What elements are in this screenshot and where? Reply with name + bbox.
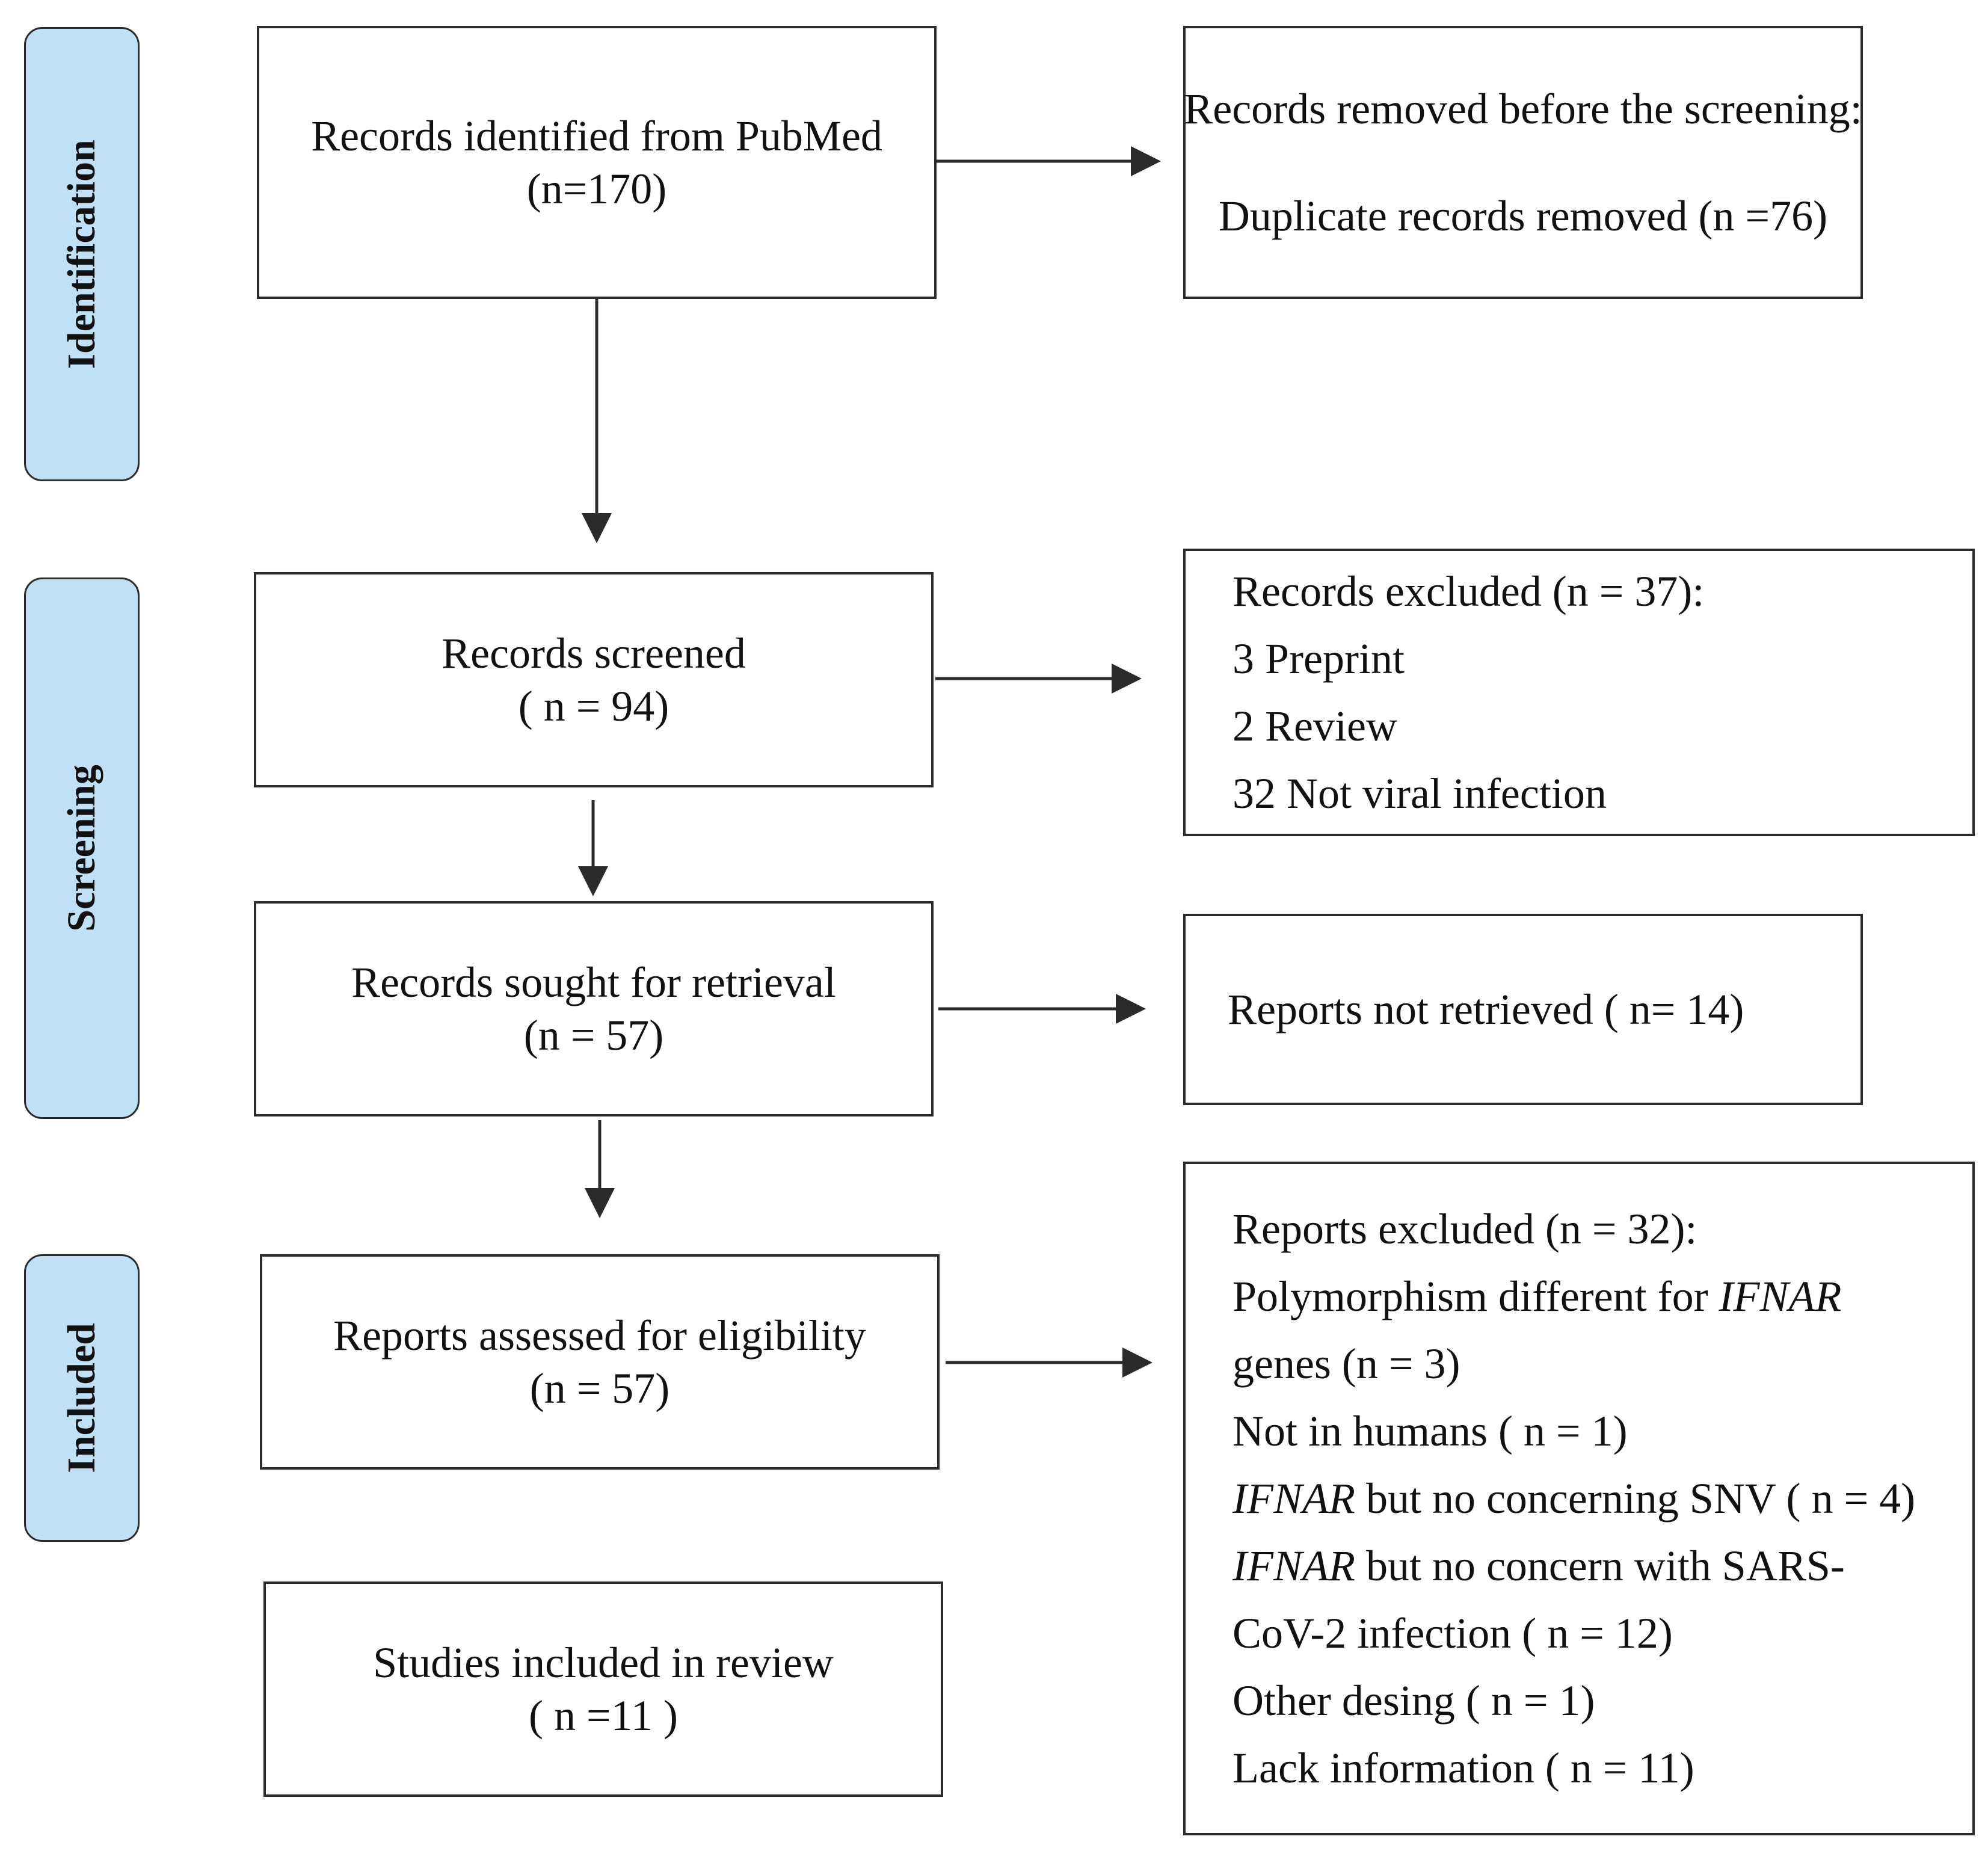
- records-sought-label: Records sought for retrieval: [351, 958, 836, 1006]
- phase-identification: Identification: [24, 27, 140, 481]
- records-sought-count: (n = 57): [523, 1011, 664, 1059]
- records-excluded-heading: Records excluded (n = 37):: [1232, 567, 1705, 615]
- records-removed-box: Records removed before the screening: Du…: [1183, 26, 1863, 299]
- studies-included-label: Studies included in review: [373, 1639, 834, 1687]
- reason-lack-info: Lack information ( n = 11): [1232, 1744, 1694, 1792]
- records-screened-box: Records screened ( n = 94): [254, 572, 934, 787]
- reason-no-snv: IFNAR but no concerning SNV ( n = 4): [1232, 1474, 1916, 1523]
- records-removed-heading: Records removed before the screening:: [1184, 85, 1862, 133]
- records-identified-count: (n=170): [526, 165, 667, 213]
- records-identified-label: Records identified from PubMed: [311, 112, 882, 160]
- records-sought-box: Records sought for retrieval (n = 57): [254, 901, 934, 1116]
- reason-polymorphism-count: genes (n = 3): [1232, 1340, 1460, 1388]
- reason-other-design: Other desing ( n = 1): [1232, 1677, 1595, 1725]
- records-excluded-box: Records excluded (n = 37): 3 Preprint 2 …: [1183, 549, 1975, 836]
- gene-name: IFNAR: [1232, 1474, 1355, 1523]
- studies-included-box: Studies included in review ( n =11 ): [263, 1581, 943, 1797]
- excluded-item: 32 Not viral infection: [1232, 769, 1607, 818]
- reports-assessed-count: (n = 57): [529, 1364, 670, 1412]
- records-identified-box: Records identified from PubMed (n=170): [257, 26, 937, 299]
- phase-included: Included: [24, 1254, 140, 1542]
- reason-no-sars-count: CoV-2 infection ( n = 12): [1232, 1609, 1673, 1657]
- reason-not-humans: Not in humans ( n = 1): [1232, 1407, 1628, 1455]
- reason-no-sars: IFNAR but no concern with SARS-: [1232, 1542, 1845, 1590]
- reports-assessed-box: Reports assessed for eligibility (n = 57…: [260, 1254, 940, 1470]
- reports-not-retrieved-label: Reports not retrieved ( n= 14): [1228, 985, 1744, 1033]
- records-screened-count: ( n = 94): [518, 682, 669, 730]
- excluded-item: 2 Review: [1232, 702, 1397, 750]
- records-screened-label: Records screened: [442, 629, 746, 677]
- reason-polymorphism: Polymorphism different for IFNAR: [1232, 1272, 1842, 1320]
- gene-name: IFNAR: [1232, 1542, 1355, 1590]
- duplicates-removed: Duplicate records removed (n =76): [1218, 192, 1828, 240]
- excluded-item: 3 Preprint: [1232, 635, 1405, 683]
- reports-excluded-heading: Reports excluded (n = 32):: [1232, 1205, 1697, 1253]
- reports-not-retrieved-box: Reports not retrieved ( n= 14): [1183, 914, 1863, 1105]
- reports-assessed-label: Reports assessed for eligibility: [333, 1311, 866, 1360]
- gene-name: IFNAR: [1719, 1272, 1842, 1320]
- studies-included-count: ( n =11 ): [529, 1692, 678, 1740]
- reports-excluded-box: Reports excluded (n = 32): Polymorphism …: [1183, 1162, 1975, 1835]
- phase-screening: Screening: [24, 577, 140, 1119]
